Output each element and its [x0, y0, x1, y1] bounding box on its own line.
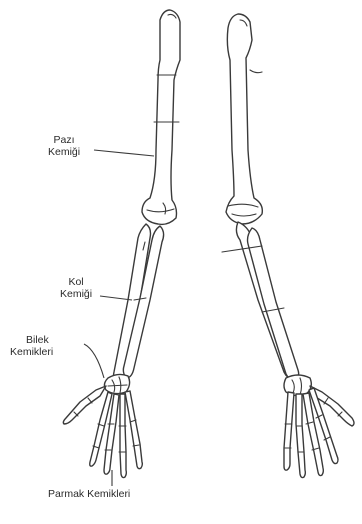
label-carpals-line2: Kemikleri	[10, 346, 53, 358]
label-humerus: Pazı Kemiği	[48, 134, 80, 158]
left-humerus	[142, 10, 180, 224]
right-arm	[222, 14, 354, 478]
leader-humerus	[94, 150, 154, 156]
label-ulna-line1: Kol	[60, 276, 92, 288]
label-carpals: Bilek Kemikleri	[10, 334, 53, 358]
label-phalanges: Parmak Kemikleri	[48, 488, 130, 500]
leader-ulna	[100, 296, 132, 300]
right-radius	[248, 228, 299, 380]
label-ulna-line2: Kemiği	[60, 288, 92, 300]
label-humerus-line1: Pazı	[48, 134, 80, 146]
label-carpals-line1: Bilek	[10, 334, 53, 346]
leader-carpals	[84, 344, 104, 378]
right-humerus	[226, 14, 262, 224]
left-carpals	[104, 374, 129, 393]
label-ulna: Kol Kemiği	[60, 276, 92, 300]
left-arm	[63, 10, 180, 486]
left-thumb	[63, 386, 106, 424]
left-fingers	[90, 391, 143, 478]
label-humerus-line2: Kemiği	[48, 146, 80, 158]
